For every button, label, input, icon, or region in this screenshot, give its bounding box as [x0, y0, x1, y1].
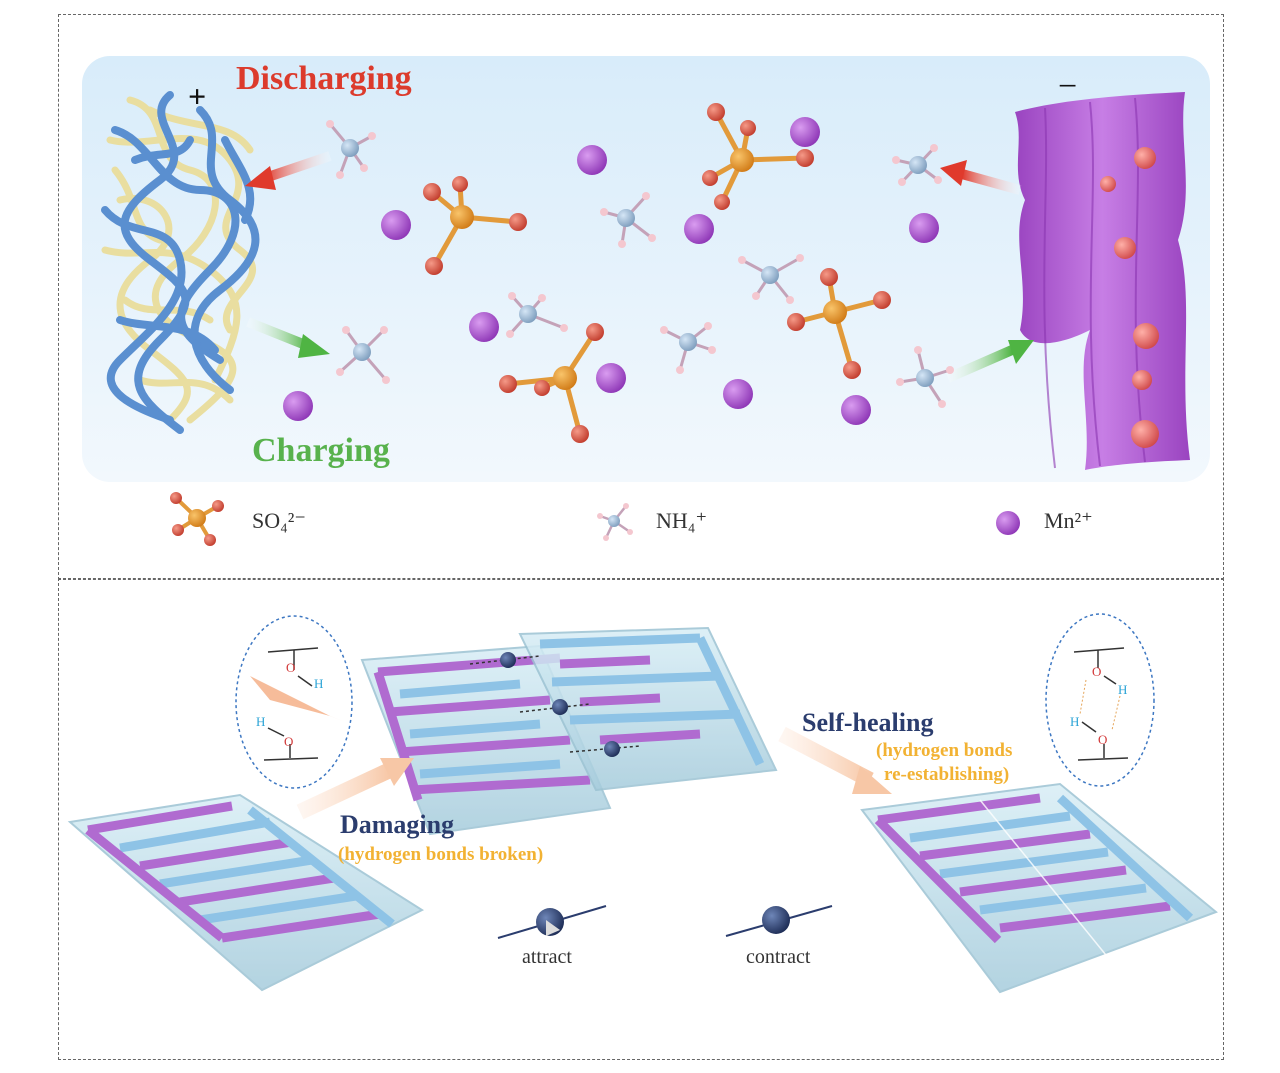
- attract-icon: [497, 905, 607, 939]
- chem-h-top-right: H: [1118, 682, 1128, 697]
- legend-mn-icon: [996, 511, 1020, 535]
- broken-bond-inset: [235, 615, 353, 789]
- anode-membrane-illustration: [1015, 92, 1190, 470]
- chem-h-bottom-right: H: [1070, 714, 1080, 729]
- chem-h-bottom-left: H: [256, 714, 266, 729]
- healed-bond-inset: [1045, 613, 1155, 787]
- legend-mn-label: Mn²⁺: [1044, 508, 1093, 533]
- contract-label: contract: [746, 946, 811, 968]
- device-healed-right: [860, 782, 1218, 994]
- self-healing-note-line1: (hydrogen bonds: [876, 740, 1013, 761]
- damaging-note: (hydrogen bonds broken): [338, 844, 544, 865]
- cathode-plus-sign: +: [188, 78, 207, 114]
- discharging-label: Discharging: [236, 60, 412, 97]
- discharge-arrow-right: [940, 160, 1022, 195]
- discharge-arrow-left: [245, 151, 332, 190]
- contract-icon: [725, 905, 833, 937]
- bond-beads: [469, 652, 641, 757]
- bottom-panel: [58, 578, 1224, 1060]
- chem-o-top-right: O: [1092, 664, 1102, 679]
- chem-o-top-left: O: [286, 660, 296, 675]
- legend-nh4-icon: [597, 503, 633, 541]
- device-intact-left: [67, 793, 425, 992]
- damaging-arrow: [296, 758, 414, 820]
- damaging-label: Damaging: [340, 810, 455, 839]
- chem-o-bottom-left: O: [284, 734, 294, 749]
- legend-so4-label: SO₄²⁻: [252, 508, 307, 533]
- legend-nh4-label: NH₄⁺: [656, 508, 708, 533]
- ammonium-molecules: [326, 120, 954, 408]
- attract-label: attract: [522, 946, 572, 968]
- device-broken-piece-2: [518, 626, 778, 792]
- top-panel: [58, 14, 1224, 580]
- anode-minus-sign: −: [1058, 68, 1078, 105]
- self-healing-label: Self-healing: [802, 708, 934, 737]
- charging-label: Charging: [252, 432, 390, 469]
- charge-arrow-right: [945, 340, 1034, 383]
- mn-ions: [283, 117, 939, 425]
- self-healing-note-line2: re-establishing): [884, 764, 1010, 785]
- self-healing-arrow: [778, 726, 892, 794]
- charge-arrow-left: [246, 317, 330, 358]
- fiber-cathode-illustration: [101, 91, 260, 434]
- legend-so4-icon: [170, 492, 224, 546]
- chem-o-bottom-right: O: [1098, 732, 1108, 747]
- chem-h-top-left: H: [314, 676, 324, 691]
- sulfate-molecules: [423, 103, 891, 443]
